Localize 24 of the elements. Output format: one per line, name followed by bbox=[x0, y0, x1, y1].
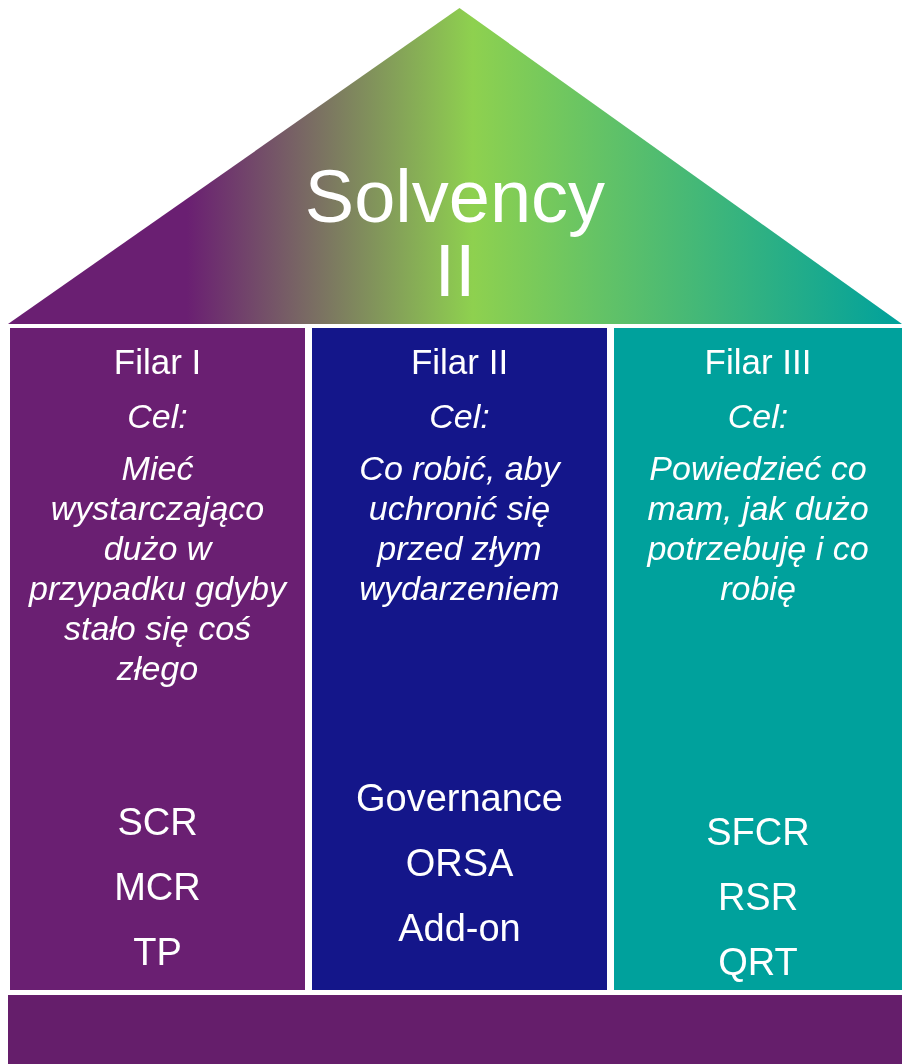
pillar-panel bbox=[614, 328, 902, 990]
roof-triangle bbox=[8, 8, 902, 324]
report-item: Add-on bbox=[398, 907, 521, 950]
report-item: SCR bbox=[117, 801, 198, 844]
goal-label: Cel: bbox=[429, 396, 490, 436]
pillar-panel bbox=[10, 328, 305, 990]
goal-text: Powiedzieć co mam, jak dużo potrzebuję i co robię bbox=[645, 448, 870, 608]
goal-text: Co robić, aby uchronić się przed złym wydarzeniem bbox=[358, 448, 563, 608]
report-item: MCR bbox=[114, 866, 201, 909]
report-item: SFCR bbox=[706, 811, 810, 854]
goal-label: Cel: bbox=[727, 396, 789, 436]
goal-label: Cel: bbox=[127, 396, 188, 436]
report-item: TP bbox=[133, 931, 182, 974]
pillar-heading: Filar III bbox=[704, 342, 812, 382]
base-bar bbox=[8, 995, 902, 1064]
report-item: RSR bbox=[717, 876, 799, 919]
pillar-heading: Filar II bbox=[410, 342, 509, 382]
goal-text: Mieć wystarczająco dużo w przypadku gdyby stało się coś złego bbox=[28, 448, 287, 688]
report-item: Governance bbox=[356, 777, 563, 820]
report-item: QRT bbox=[718, 941, 798, 984]
house-title: Solvency II bbox=[303, 160, 607, 308]
pillar-heading: Filar I bbox=[113, 342, 202, 382]
report-item: ORSA bbox=[405, 842, 514, 885]
pillar-panel bbox=[312, 328, 607, 990]
